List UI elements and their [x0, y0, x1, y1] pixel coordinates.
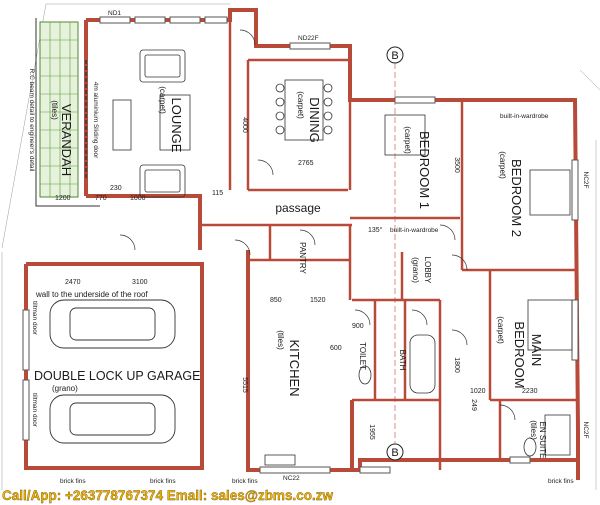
kitchen-label: KITCHEN — [287, 339, 302, 396]
passage-label: passage — [275, 201, 321, 215]
dim-2765: 2765 — [298, 160, 314, 167]
wardrobe-top-note: built-in-wardrobe — [500, 113, 549, 120]
dim-1200: 1200 — [55, 195, 71, 202]
sliding-door-note: 4m aluminium Sliding door — [92, 82, 99, 159]
dim-850: 850 — [270, 297, 282, 304]
dim-1955: 1955 — [368, 424, 375, 440]
dim-230: 230 — [110, 185, 122, 192]
verandah-floor: (tiles) — [50, 100, 59, 120]
section-mark-bottom-label: B — [391, 447, 398, 459]
bedroom1-label: BEDROOM 1 — [417, 131, 432, 209]
dining-floor: (carpet) — [296, 91, 305, 119]
main-bedroom-floor: (carpet) — [496, 316, 505, 344]
dim-1000: 1000 — [130, 195, 146, 202]
bath-label: BATH — [398, 350, 407, 371]
main-bedroom-label-1: MAIN — [529, 334, 544, 367]
beds — [384, 114, 573, 351]
bedroom1-floor: (carpet) — [403, 126, 412, 154]
dim-4000: 4000 — [241, 117, 248, 133]
dim-770: 770 — [95, 195, 107, 202]
window-nc2f: NC2F — [582, 172, 589, 189]
dim-1800: 1800 — [453, 357, 460, 373]
dim-249: 249 — [470, 399, 477, 411]
dim-900: 900 — [352, 323, 364, 330]
window-nc2f-b: NC2F — [582, 422, 589, 439]
ensuite-floor: (tiles) — [529, 420, 538, 440]
brick-fins-3: brick fins — [232, 478, 258, 485]
toilet-label: TOILET — [358, 342, 367, 370]
lobby-label: LOBBY — [423, 257, 432, 284]
lobby-floor: (grano) — [411, 257, 420, 283]
wardrobe-b1-note: built-in-wardrobe — [390, 227, 439, 234]
pantry-label: PANTRY — [298, 242, 307, 274]
garage-door-bottom: tiltman door — [31, 393, 38, 428]
bath-fixtures — [264, 334, 571, 466]
ensuite-label: EN SUITE — [538, 422, 547, 459]
dining-label: DINING — [307, 97, 322, 143]
section-mark-bottom: B — [386, 443, 404, 461]
bedroom2-label: BEDROOM 2 — [509, 159, 524, 237]
garage-wall-note: wall to the underside of the roof — [35, 290, 148, 299]
beam-note: R.C beam detail to engineer's detail — [28, 69, 35, 172]
dim-2470: 2470 — [65, 279, 81, 286]
lounge-floor: (carpet) — [158, 86, 167, 114]
window-nd1: ND1 — [108, 10, 121, 17]
verandah-outline — [35, 18, 100, 207]
dining-table — [275, 79, 333, 141]
lounge-furniture — [112, 49, 191, 198]
brick-fins-2: brick fins — [150, 478, 176, 485]
dim-1020: 1020 — [470, 388, 486, 395]
dim-1520: 1520 — [310, 297, 326, 304]
dim-115: 115 — [212, 190, 223, 197]
verandah-label: VERANDAH — [59, 104, 74, 176]
construction-lines — [1, 3, 600, 490]
brick-fins-1: brick fins — [60, 478, 86, 485]
dim-3500: 3500 — [453, 157, 460, 173]
garage-label: DOUBLE LOCK UP GARAGE — [34, 369, 201, 383]
section-mark-top-label: B — [391, 50, 398, 62]
kitchen-floor: (tiles) — [276, 330, 285, 350]
verandah-hatch — [39, 21, 79, 198]
brick-fins-4: brick fins — [548, 478, 574, 485]
window-nc22: NC22 — [283, 475, 300, 482]
lounge-label: LOUNGE — [169, 98, 184, 153]
contact-line: Call/App: +263778767374 Email: sales@zbm… — [2, 488, 333, 503]
garage-door-top: tiltman door — [31, 301, 38, 336]
main-bedroom-label-2: BEDROOM — [512, 321, 527, 388]
dim-3100: 3100 — [132, 279, 148, 286]
window-marks — [22, 16, 579, 474]
dim-135: 135° — [368, 226, 383, 234]
garage-floor: (grano) — [52, 384, 78, 393]
window-nd22f: ND22F — [298, 35, 319, 42]
internal-walls — [202, 20, 578, 470]
section-mark-top: B — [386, 46, 404, 64]
cars — [49, 299, 176, 444]
bedroom2-floor: (carpet) — [498, 151, 507, 179]
dim-5515: 5515 — [241, 377, 248, 393]
door-swings — [119, 29, 516, 421]
dim-600: 600 — [330, 345, 342, 352]
dim-2230: 2230 — [522, 388, 538, 395]
